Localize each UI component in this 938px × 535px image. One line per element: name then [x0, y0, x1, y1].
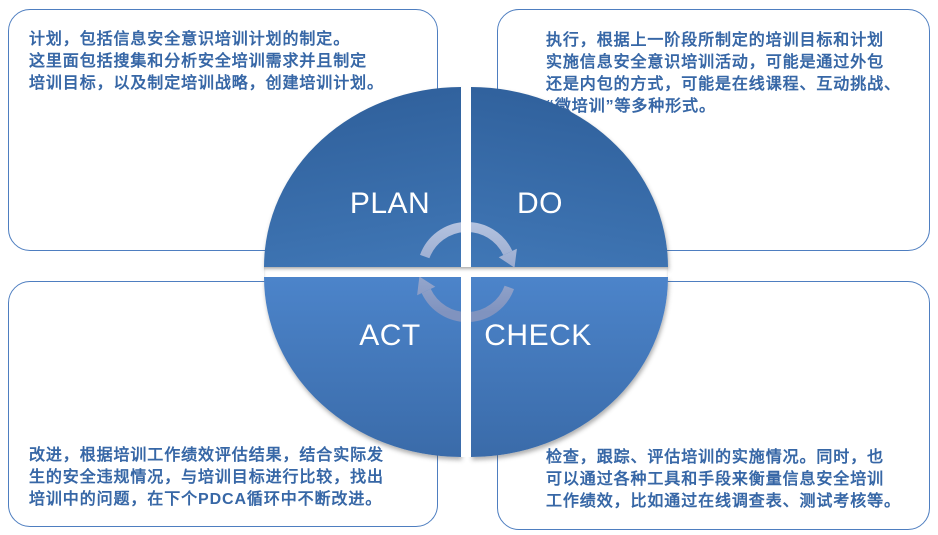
text-line: 可以通过各种工具和手段来衡量信息安全培训 [546, 471, 885, 488]
check-note-text: 检查，跟踪、评估培训的实施情况。同时，也可以通过各种工具和手段来衡量信息安全培训… [546, 447, 923, 513]
text-line: 执行，根据上一阶段所制定的培训目标和计划 [546, 32, 885, 49]
act-label: ACT [359, 319, 421, 352]
act-note-text: 改进，根据培训工作绩效评估结果，结合实际发生的安全违规情况，与培训目标进行比较，… [29, 445, 427, 511]
pdca-cycle: PLAN DO ACT CHECK [264, 87, 668, 457]
text-line: 培训目标，以及制定培训战略，创建培训计划。 [29, 75, 384, 92]
text-line: 培训中的问题，在下个PDCA循环中不断改进。 [29, 491, 383, 508]
text-line: 计划，包括信息安全意识培训计划的制定。 [29, 31, 351, 48]
text-line: 工作绩效，比如通过在线调查表、测试考核等。 [546, 493, 901, 510]
plan-label: PLAN [349, 187, 431, 220]
text-line: 改进，根据培训工作绩效评估结果，结合实际发 [29, 447, 384, 464]
check-label: CHECK [484, 319, 592, 352]
text-line: 实施信息安全意识培训活动，可能是通过外包 [546, 54, 885, 71]
do-note-text: 执行，根据上一阶段所制定的培训目标和计划实施信息安全意识培训活动，可能是通过外包… [546, 30, 923, 118]
plan-note-text: 计划，包括信息安全意识培训计划的制定。这里面包括搜集和分析安全培训需求并且制定培… [29, 29, 427, 95]
text-line: 还是内包的方式，可能是在线课程、互动挑战、 [546, 76, 901, 93]
do-label: DO [517, 187, 563, 220]
text-line: 检查，跟踪、评估培训的实施情况。同时，也 [546, 449, 885, 466]
text-line: 生的安全违规情况，与培训目标进行比较，找出 [29, 469, 384, 486]
divider-horizontal [264, 267, 668, 277]
text-line: 这里面包括搜集和分析安全培训需求并且制定 [29, 53, 368, 70]
text-line: “微培训”等多种形式。 [546, 98, 716, 115]
